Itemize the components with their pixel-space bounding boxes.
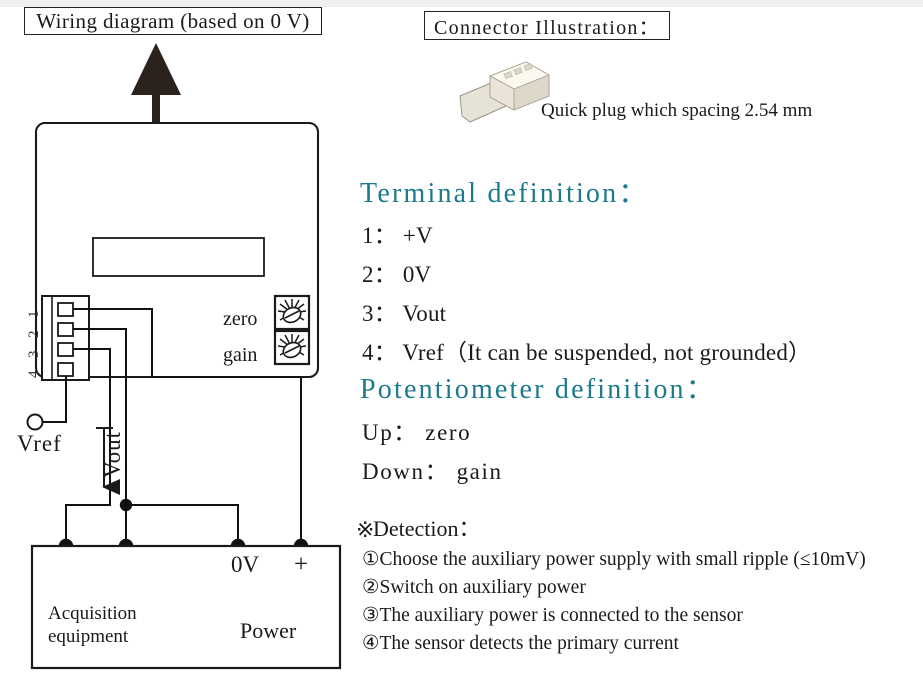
primary-current-arrow (131, 43, 181, 370)
gain-potentiometer (273, 329, 311, 366)
potentiometer-definition-heading: Potentiometer definition： (360, 374, 716, 405)
detection-item-4: ④The sensor detects the primary current (362, 633, 679, 654)
zero-pot-label: zero (223, 308, 258, 330)
sensor-aperture (92, 237, 265, 277)
terminal-block (41, 295, 90, 381)
detection-item-2: ②Switch on auxiliary power (362, 577, 586, 598)
quick-plug-photo (459, 61, 551, 123)
detection-item-3: ③The auxiliary power is connected to the… (362, 605, 743, 626)
plus-terminal-label: + (294, 551, 309, 578)
detection-heading: Detection： (373, 516, 481, 541)
sensor-body (34, 121, 320, 379)
zero-volt-terminal-label: 0V (231, 552, 260, 577)
pin-number-2: 2 (26, 330, 42, 339)
zero-potentiometer (273, 294, 311, 331)
pin-number-1: 1 (26, 310, 42, 319)
gain-pot-label: gain (223, 344, 258, 366)
terminal-pad-4 (57, 362, 74, 377)
potentiometer-item-up: Up： zero (362, 420, 472, 445)
terminal-definition-heading: Terminal definition： (360, 178, 649, 209)
connector-caption-text: Connector Illustration： (434, 17, 660, 39)
pin-number-3: 3 (26, 350, 42, 359)
terminal-pad-3 (57, 342, 74, 357)
detection-mark: ※ (356, 517, 375, 542)
acquisition-equipment-label-line2: equipment (48, 626, 129, 647)
acquisition-equipment-label-line1: Acquisition (48, 603, 137, 624)
terminal-item-1: 1： +V (362, 223, 433, 248)
terminal-pad-1 (57, 302, 74, 317)
top-gray-band (0, 0, 923, 7)
power-label: Power (240, 618, 297, 643)
wiring-caption-text: Wiring diagram (based on 0 V) (36, 8, 310, 33)
junction-dots (58, 498, 309, 554)
terminal-pad-2 (57, 322, 74, 337)
vout-label: Vout (100, 430, 125, 478)
wire-0v-branch (126, 504, 239, 545)
pin-number-4: 4 (26, 370, 42, 379)
wiring-diagram-caption: Wiring diagram (based on 0 V) (24, 7, 322, 35)
detection-item-1: ①Choose the auxiliary power supply with … (362, 549, 866, 570)
terminal-item-3: 3： Vout (362, 301, 447, 326)
vref-label: Vref (17, 431, 62, 456)
terminal-item-4: 4： Vref（It can be suspended, not grounde… (362, 340, 812, 365)
terminal-item-2: 2： 0V (362, 262, 432, 287)
potentiometer-item-down: Down： gain (362, 459, 503, 484)
connector-illustration-caption: Connector Illustration： (424, 11, 670, 40)
quick-plug-label: Quick plug which spacing 2.54 mm (541, 100, 813, 121)
wire-pin1-plus (73, 308, 302, 545)
wire-pin4-vref (42, 376, 67, 423)
vref-terminal (26, 413, 44, 431)
